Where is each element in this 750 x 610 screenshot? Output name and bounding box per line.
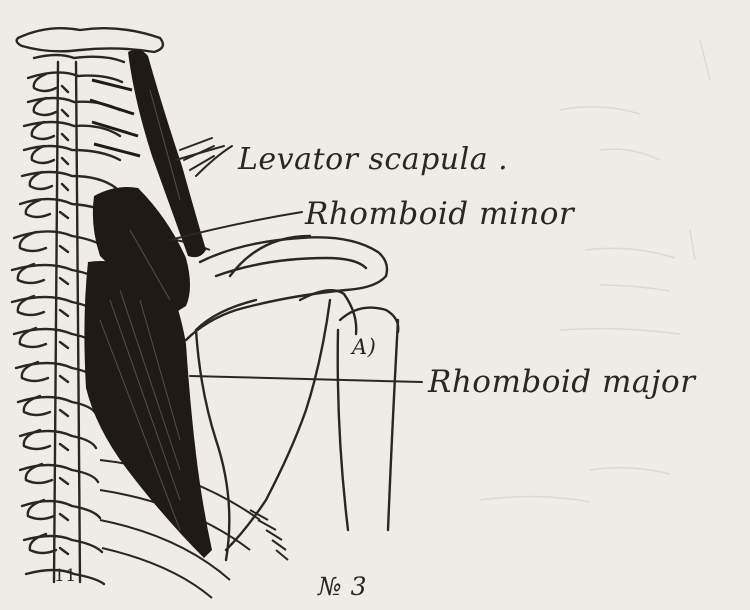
paper-bleed-through bbox=[480, 40, 710, 502]
label-rhomboid-major: Rhomboid major bbox=[428, 364, 695, 400]
figure-number: № 3 bbox=[318, 572, 367, 601]
levator-scapula-slips bbox=[90, 80, 140, 156]
label-rhomboid-minor: Rhomboid minor bbox=[305, 196, 574, 232]
scapula-and-humerus bbox=[186, 236, 398, 560]
muscles bbox=[84, 50, 212, 558]
label-vertebra-number: 11 bbox=[54, 566, 77, 586]
label-marker-a: A) bbox=[352, 335, 376, 359]
rhomboid-major-leader bbox=[190, 376, 422, 382]
label-levator-scapula: Levator scapula . bbox=[238, 142, 508, 177]
